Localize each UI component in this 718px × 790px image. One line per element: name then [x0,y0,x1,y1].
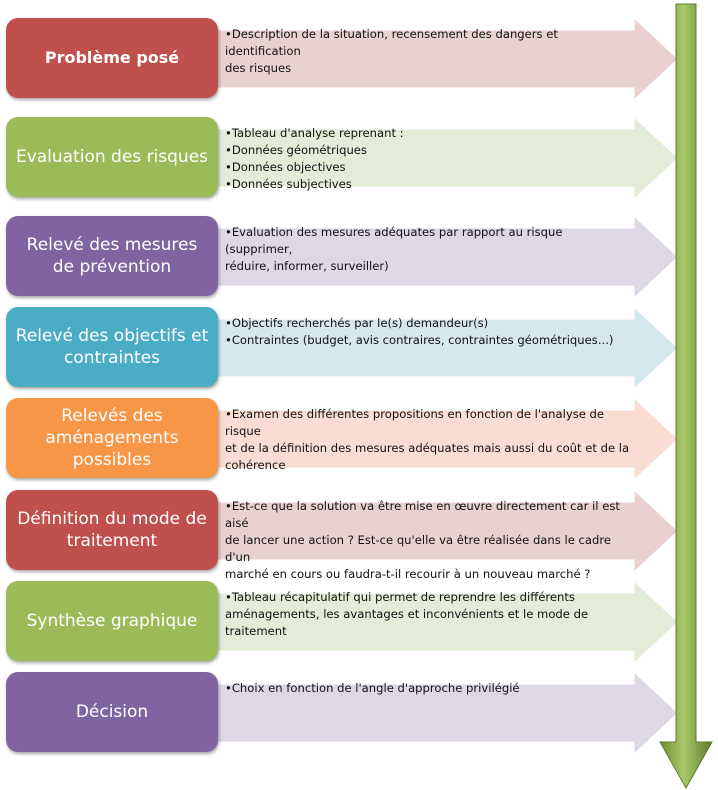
step-arrow-shape [214,18,678,100]
process-step: Problème posé•Description de la situatio… [0,18,718,100]
description-line: marché en cours ou faudra-t-il recourir … [225,567,591,581]
process-step: Décision •Choix en fonction de l'angle d'… [0,672,718,754]
process-step: Evaluation des risques•Tableau d'analyse… [0,117,718,199]
description-line: des risques [225,61,292,75]
description-line: •Est-ce que la solution va être mise en … [225,499,620,530]
description-line: aménagements, les avantages et inconvéni… [225,607,589,621]
process-step: Relevé des mesures de prévention•Evaluat… [0,216,718,298]
description-line: •Examen des différentes propositions en … [225,407,605,438]
description-line: •Données subjectives [225,177,352,191]
description-line: •Evaluation des mesures adéquates par ra… [225,225,563,256]
description-line: réduire, informer, surveiller) [225,259,389,273]
description-line: •Tableau d'analyse reprenant : [225,126,404,140]
description-line: •Objectifs recherchés par le(s) demandeu… [225,316,489,330]
step-title: Relevé des objectifs et contraintes [6,307,218,387]
timeline-down-arrow-icon [659,3,713,790]
description-line: •Contraintes (budget, avis contraires, c… [225,333,614,347]
step-description: •Examen des différentes propositions en … [225,406,630,474]
step-title: Synthèse graphique [6,581,218,661]
step-arrow-shape [214,672,678,754]
step-description: •Evaluation des mesures adéquates par ra… [225,224,630,275]
step-arrow-shape [214,307,678,389]
process-step: Relevés des aménagements possibles•Exame… [0,398,718,480]
step-arrow-shape [214,117,678,199]
step-title: Relevés des aménagements possibles [6,398,218,478]
description-line: traitement [225,624,287,638]
step-description: •Tableau récapitulatif qui permet de rep… [225,589,630,640]
description-line: de lancer une action ? Est-ce qu'elle va… [225,533,612,564]
description-line: •Choix en fonction de l'angle d'approche… [225,681,520,695]
step-description: •Description de la situation, recensemen… [225,26,630,77]
step-title: Relevé des mesures de prévention [6,216,218,296]
step-description: •Est-ce que la solution va être mise en … [225,498,630,583]
description-line: cohérence [225,458,286,472]
description-line: •Données géométriques [225,143,367,157]
step-description: •Objectifs recherchés par le(s) demandeu… [225,315,630,349]
step-description: •Choix en fonction de l'angle d'approche… [225,680,630,697]
step-arrow-shape [214,216,678,298]
step-title: Evaluation des risques [6,117,218,197]
process-step: Relevé des objectifs et contraintes •Obje… [0,307,718,389]
step-arrow-shape [214,490,678,572]
step-title: Problème posé [6,18,218,98]
description-line: •Description de la situation, recensemen… [225,27,558,58]
process-step: Définition du mode de traitement•Est-ce … [0,490,718,581]
description-line: et de la définition des mesures adéquate… [225,441,630,455]
step-title: Décision [6,672,218,752]
description-line: •Données objectives [225,160,346,174]
step-arrow-shape [214,398,678,480]
process-step: Synthèse graphique •Tableau récapitulatif… [0,581,718,663]
step-title: Définition du mode de traitement [6,490,218,570]
step-arrow-shape [214,581,678,663]
step-description: •Tableau d'analyse reprenant : •Données g… [225,125,630,193]
description-line: •Tableau récapitulatif qui permet de rep… [225,590,575,604]
